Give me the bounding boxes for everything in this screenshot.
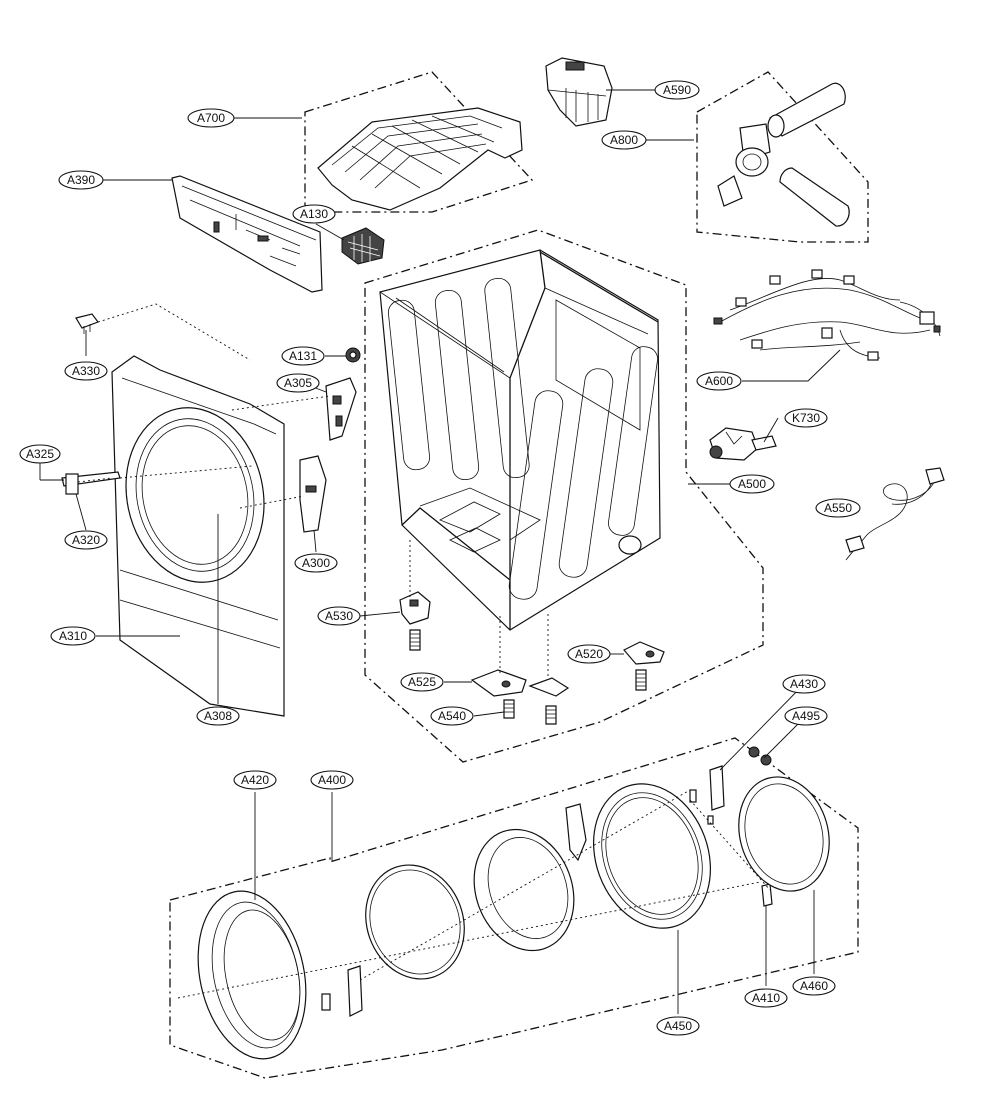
door-glass-ring [365, 864, 465, 980]
vent-part [545, 57, 613, 127]
bracket-a520 [623, 641, 665, 665]
svg-text:A308: A308 [204, 709, 232, 723]
door-outer-frame [197, 890, 307, 1060]
duct-kit-part [717, 82, 850, 227]
svg-text:A530: A530 [325, 609, 353, 623]
svg-text:A550: A550 [824, 501, 852, 515]
bracket-a525 [470, 669, 570, 697]
svg-text:A800: A800 [610, 133, 638, 147]
svg-text:A400: A400 [318, 773, 346, 787]
nut-part [345, 347, 361, 363]
svg-text:A325: A325 [26, 447, 54, 461]
door-gasket-ring [593, 783, 711, 929]
door-inner-ring [473, 828, 575, 952]
front-panel-part [111, 355, 285, 717]
motor-part [709, 427, 777, 461]
svg-text:A600: A600 [705, 374, 733, 388]
wire-harness-part [713, 269, 941, 361]
svg-text:A500: A500 [738, 477, 766, 491]
door-handle [321, 965, 363, 1017]
svg-text:A430: A430 [790, 677, 818, 691]
power-cord-part [845, 467, 945, 561]
svg-text:A460: A460 [800, 979, 828, 993]
label-a410: A410 [744, 988, 788, 1008]
label-a330: A330 [64, 361, 108, 381]
label-a460: A460 [792, 976, 836, 996]
label-a530: A530 [317, 606, 361, 626]
label-a520: A520 [567, 644, 611, 664]
svg-text:A420: A420 [241, 773, 269, 787]
label-a300: A300 [294, 553, 338, 573]
svg-text:A520: A520 [575, 647, 603, 661]
label-a325: A325 [19, 444, 61, 464]
leader-lines [39, 89, 841, 1014]
filter-part [341, 227, 385, 265]
hinge-part [40, 471, 121, 495]
label-a540: A540 [430, 706, 474, 726]
label-a525: A525 [400, 672, 444, 692]
label-a420: A420 [233, 770, 277, 790]
label-a450: A450 [656, 1016, 700, 1036]
svg-text:A450: A450 [664, 1019, 692, 1033]
label-a310: A310 [50, 626, 96, 646]
label-a308: A308 [196, 706, 240, 726]
svg-text:A540: A540 [438, 709, 466, 723]
label-a130: A130 [292, 204, 336, 224]
svg-text:K730: K730 [792, 411, 820, 425]
group-outline-duct-kit [696, 71, 869, 243]
label-a400: A400 [310, 770, 354, 790]
label-a320: A320 [64, 530, 108, 550]
svg-text:A305: A305 [284, 376, 312, 390]
group-outline-cabinet [364, 229, 764, 763]
bracket-a530 [399, 591, 431, 625]
svg-text:A330: A330 [72, 364, 100, 378]
group-outline-door [169, 737, 859, 1079]
switch-part [75, 313, 99, 334]
svg-text:A300: A300 [302, 556, 330, 570]
svg-text:A525: A525 [408, 675, 436, 689]
svg-text:A590: A590 [663, 83, 691, 97]
svg-text:A310: A310 [59, 629, 87, 643]
drawer-part [317, 107, 523, 211]
upper-hinge-part [325, 377, 357, 441]
cabinet-part [379, 249, 661, 631]
label-a800: A800 [601, 130, 647, 150]
door-hinge-plate [565, 803, 587, 862]
svg-text:A700: A700 [197, 111, 225, 125]
svg-text:A130: A130 [300, 207, 328, 221]
label-a495: A495 [784, 706, 828, 726]
svg-text:A410: A410 [752, 991, 780, 1005]
label-a305: A305 [276, 373, 320, 393]
label-k730: K730 [784, 408, 828, 428]
label-a590: A590 [654, 80, 700, 100]
label-a131: A131 [281, 346, 325, 366]
svg-text:A131: A131 [289, 349, 317, 363]
svg-text:A390: A390 [67, 173, 95, 187]
label-a430: A430 [782, 674, 826, 694]
label-a600: A600 [696, 371, 742, 391]
label-a500: A500 [729, 474, 775, 494]
door-nuts [748, 746, 772, 766]
door-latch-parts [689, 765, 773, 907]
label-a700: A700 [187, 108, 235, 128]
svg-text:A495: A495 [792, 709, 820, 723]
door-rear-ring [738, 776, 830, 892]
control-bracket-part [171, 175, 323, 293]
svg-text:A320: A320 [72, 533, 100, 547]
lower-hinge-part [299, 455, 327, 533]
label-a390: A390 [58, 170, 104, 190]
label-a550: A550 [815, 498, 861, 518]
